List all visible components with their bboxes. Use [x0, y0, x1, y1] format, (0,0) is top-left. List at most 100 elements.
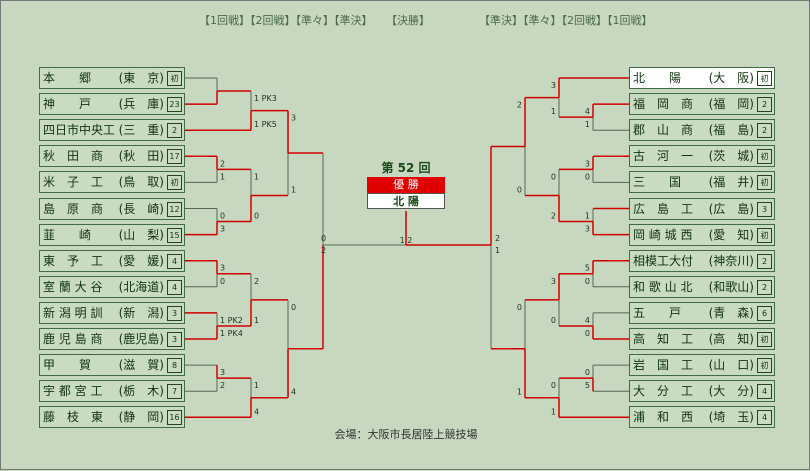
team-box: 四日市中央工(三 重)2 — [39, 119, 185, 142]
team-name: 本 郷 — [43, 71, 92, 85]
team-box: 藤 枝 東(静 岡)16 — [39, 406, 185, 429]
team-prefecture: (福 井) — [708, 175, 754, 190]
team-box: 広 島 工 (広 島)3 — [629, 197, 775, 220]
appearance-badge: 2 — [757, 279, 772, 295]
score-label: 2 — [220, 381, 225, 390]
team-box: 宇 都 宮 工(栃 木)7 — [39, 380, 185, 403]
team-name: 高 知 工 — [633, 332, 694, 346]
score-label: 3 — [220, 368, 225, 377]
team-prefecture: (埼 玉) — [708, 410, 754, 425]
score-label: 2 — [220, 159, 225, 168]
score-label: 0 — [585, 368, 590, 377]
score-label: 3 — [585, 159, 590, 168]
appearance-badge: 初 — [167, 175, 182, 191]
score-label: 1 2 — [400, 236, 413, 245]
appearance-badge: 2 — [757, 253, 772, 269]
score-label: 0 — [254, 212, 259, 221]
team-prefecture: (栃 木) — [118, 384, 164, 399]
score-label: 1 — [495, 246, 500, 255]
team-box: 三 国(福 井)初 — [629, 171, 775, 194]
team-box: 神 戸(兵 庫)23 — [39, 93, 185, 116]
team-name: 四日市中央工 — [43, 123, 116, 138]
score-label: 0 — [321, 234, 326, 243]
appearance-badge: 6 — [757, 305, 772, 321]
team-box: 浦 和 西(埼 玉)4 — [629, 406, 775, 429]
team-box: 岩 国 工(山 口)初 — [629, 354, 775, 377]
team-name: 岩 国 工 — [633, 358, 694, 373]
score-label: 0 — [220, 277, 225, 286]
team-name: 五 戸 — [633, 305, 682, 320]
score-label: 5 — [585, 264, 590, 273]
team-name: 古 河 一 — [633, 149, 694, 164]
appearance-badge: 17 — [167, 149, 182, 165]
final-header: 【決勝】 — [386, 14, 430, 27]
score-label: 2 — [551, 212, 556, 221]
team-name: 鹿 児 島 商 — [43, 332, 103, 346]
score-label: 0 — [220, 212, 225, 221]
appearance-badge: 12 — [167, 201, 182, 217]
team-name: 藤 枝 東 — [43, 410, 104, 425]
team-box: 秋 田 商(秋 田)17 — [39, 145, 185, 168]
team-prefecture: (新 潟) — [118, 305, 164, 320]
team-prefecture: (長 崎) — [118, 201, 164, 216]
team-name: 相模工大付 — [633, 253, 694, 268]
score-label: 3 — [585, 225, 590, 234]
team-name: 韮 崎 — [43, 227, 92, 242]
team-prefecture: (愛 知) — [708, 227, 754, 242]
team-prefecture: (大 阪) — [708, 71, 754, 85]
score-label: 1 — [551, 407, 556, 416]
score-label: 4 — [291, 388, 296, 397]
appearance-badge: 初 — [757, 71, 772, 86]
team-box: 北 陽 (大 阪)初 — [629, 67, 775, 89]
team-name: 郡 山 商 — [633, 123, 694, 138]
team-prefecture: (秋 田) — [118, 149, 164, 164]
team-name: 新 潟 明 訓 — [43, 305, 103, 320]
team-box: 和 歌 山 北(和歌山)2 — [629, 275, 775, 298]
score-label: 1 PK4 — [220, 329, 243, 338]
score-label: 1 — [254, 381, 259, 390]
team-name: 広 島 工 — [633, 201, 694, 216]
score-label: 1 — [585, 120, 590, 129]
team-prefecture: (和歌山) — [708, 279, 754, 294]
team-box: 五 戸(青 森)6 — [629, 301, 775, 324]
score-label: 1 PK5 — [254, 120, 277, 129]
score-label: 2 — [254, 277, 259, 286]
team-box: 福 岡 商 (福 岡)2 — [629, 93, 775, 116]
score-label: 3 — [551, 81, 556, 90]
score-label: 0 — [517, 303, 522, 312]
appearance-badge: 3 — [167, 332, 182, 347]
team-name: 福 岡 商 — [633, 97, 694, 112]
appearance-badge: 3 — [757, 201, 772, 217]
team-name: 東 予 工 — [43, 253, 104, 268]
score-label: 2 — [495, 234, 500, 243]
team-prefecture: (広 島) — [708, 201, 754, 216]
team-name: 米 子 工 — [43, 175, 104, 190]
team-box: 新 潟 明 訓(新 潟)3 — [39, 301, 185, 324]
appearance-badge: 4 — [757, 384, 772, 400]
score-label: 1 — [254, 316, 259, 325]
team-box: 鹿 児 島 商(鹿児島)3 — [39, 328, 185, 350]
score-label: 0 — [517, 185, 522, 194]
score-label: 4 — [254, 407, 259, 416]
score-label: 3 — [551, 277, 556, 286]
team-box: 米 子 工(鳥 取)初 — [39, 171, 185, 194]
appearance-badge: 初 — [757, 332, 772, 347]
score-label: 1 — [551, 107, 556, 116]
team-prefecture: (滋 賀) — [118, 358, 164, 373]
team-name: 岡 崎 城 西 — [633, 227, 693, 242]
appearance-badge: 4 — [167, 279, 182, 295]
team-prefecture: (東 京) — [118, 71, 164, 85]
team-box: 相模工大付(神奈川)2 — [629, 249, 775, 272]
score-label: 1 PK2 — [220, 316, 243, 325]
team-prefecture: (三 重) — [118, 123, 164, 138]
team-name: 北 陽 — [633, 71, 682, 85]
score-label: 0 — [585, 329, 590, 338]
score-label: 2 — [321, 246, 326, 255]
tournament-title: 第 52 回 — [381, 161, 431, 175]
score-label: 0 — [551, 172, 556, 181]
appearance-badge: 初 — [757, 175, 772, 191]
team-prefecture: (福 岡) — [708, 97, 754, 112]
appearance-badge: 2 — [757, 97, 772, 113]
right-round-headers: 【準決】【準々】【2回戦】【1回戦】 — [479, 14, 653, 27]
